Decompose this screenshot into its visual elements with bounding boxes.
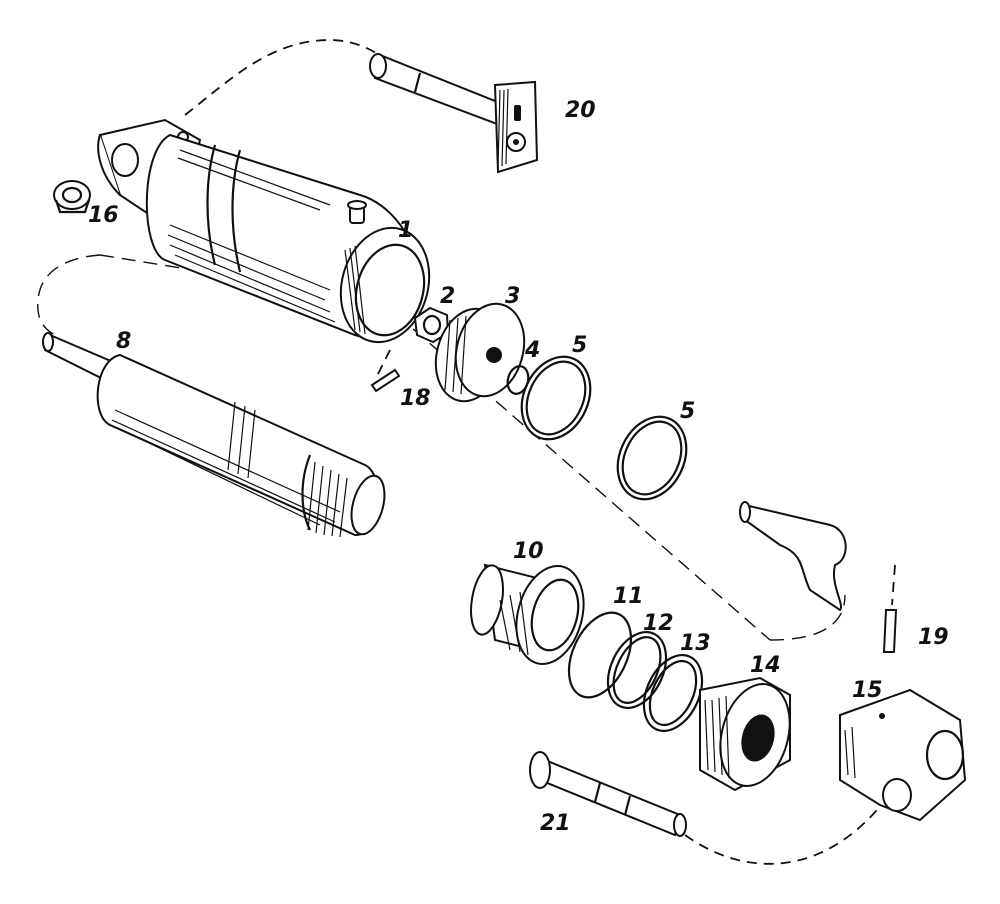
label-10: 10 <box>513 539 544 564</box>
label-14: 14 <box>750 653 781 678</box>
part-5a-seal <box>520 355 592 441</box>
part-5b-seal <box>616 415 688 501</box>
label-19: 19 <box>918 625 949 650</box>
guide-line-pin-18 <box>374 349 391 381</box>
label-16: 16 <box>88 203 119 228</box>
label-4: 4 <box>524 338 540 363</box>
part-11-o-ring <box>567 611 633 699</box>
label-8: 8 <box>116 329 131 354</box>
label-18: 18 <box>400 386 431 411</box>
guide-line-pin-20 <box>184 39 396 116</box>
label-5b: 5 <box>680 399 695 424</box>
label-1: 1 <box>398 218 413 243</box>
part-8-piston-rod <box>42 332 386 538</box>
label-2: 2 <box>440 284 455 309</box>
guide-line-rod-loop <box>37 254 101 336</box>
label-3: 3 <box>505 284 520 309</box>
part-15-clevis <box>839 688 967 822</box>
part-labels: 20 1 16 2 3 4 5 5 8 18 10 11 12 13 14 19… <box>88 98 949 836</box>
part-18-small-pin <box>370 368 401 393</box>
label-5a: 5 <box>572 333 587 358</box>
label-11: 11 <box>613 584 644 609</box>
part-3-piston <box>434 302 526 403</box>
label-12: 12 <box>643 611 674 636</box>
part-10-gland <box>470 563 585 666</box>
guide-line-right-loop <box>769 594 846 641</box>
part-13-seal <box>642 654 704 732</box>
part-19-small-pin <box>882 609 898 653</box>
bent-pipe <box>739 501 847 612</box>
part-12-ring <box>606 631 668 709</box>
guide-line-axis <box>379 299 771 641</box>
part-20-pin-with-plate <box>369 53 539 174</box>
part-16-nut <box>53 180 91 214</box>
label-13: 13 <box>680 631 711 656</box>
label-21: 21 <box>540 811 571 836</box>
part-14-castle-nut <box>699 676 791 792</box>
label-20: 20 <box>565 98 596 123</box>
part-1-cylinder-body <box>97 118 431 344</box>
guide-line-pin-21 <box>684 799 886 865</box>
part-21-pin <box>529 751 687 837</box>
label-15: 15 <box>852 678 883 703</box>
guide-line-pin-19 <box>891 564 896 606</box>
